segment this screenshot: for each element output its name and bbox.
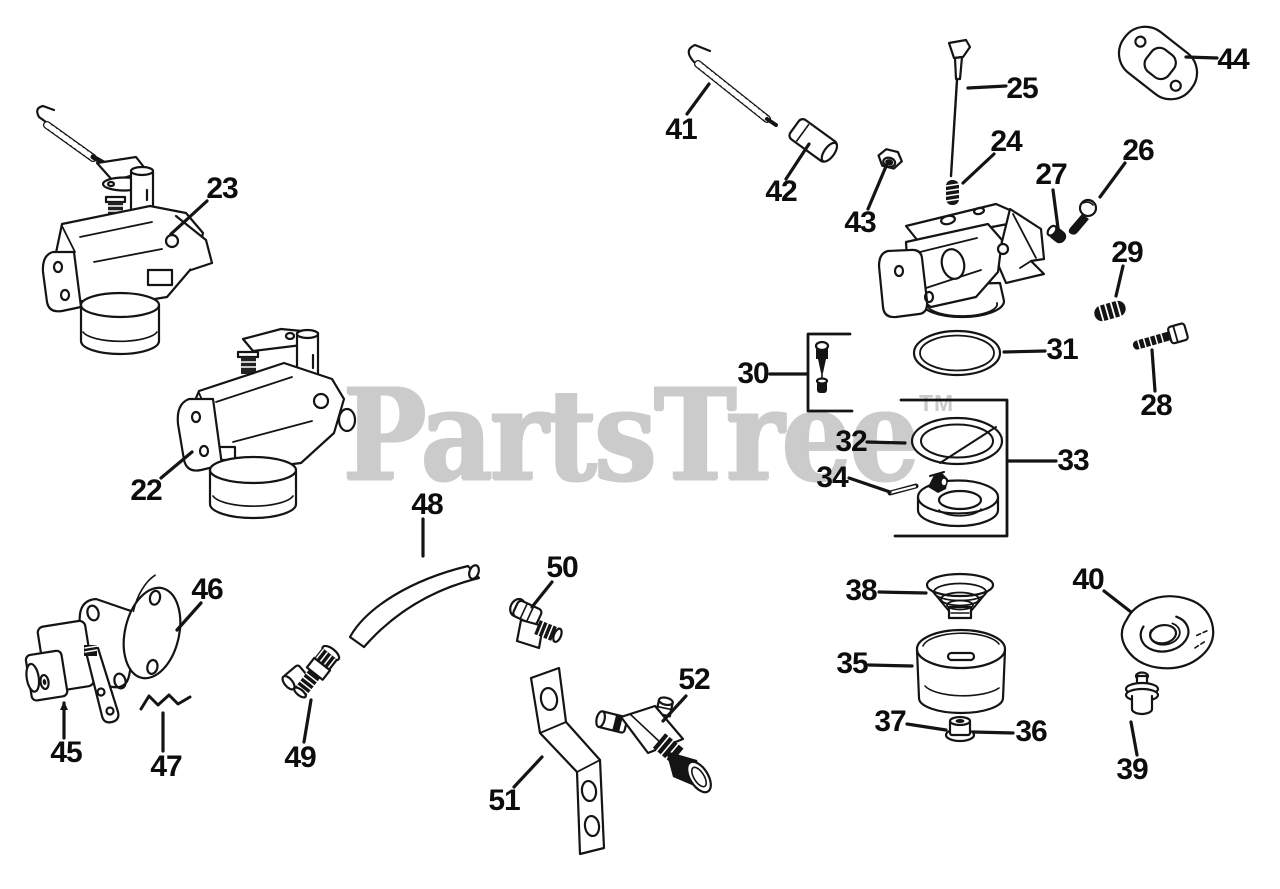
leader-line-43 xyxy=(866,162,889,211)
part-48-hose-drawing xyxy=(348,564,481,649)
bracket-30 xyxy=(806,332,854,413)
leader-line-49 xyxy=(302,698,313,744)
part-31-o-ring-drawing xyxy=(912,329,1002,377)
part-50-fitting-drawing xyxy=(509,597,563,650)
leader-line-29 xyxy=(1114,264,1125,298)
leader-line-39 xyxy=(1129,720,1139,757)
leader-line-32 xyxy=(865,440,907,445)
part-51-bracket-drawing xyxy=(529,666,606,856)
part-24-spring-drawing xyxy=(945,180,960,205)
leader-line-41 xyxy=(685,82,711,116)
part-30-needle-valve-drawing xyxy=(814,340,830,393)
carburetor-body-drawing xyxy=(877,202,1046,319)
leader-line-42 xyxy=(784,142,811,181)
leader-line-26 xyxy=(1098,161,1127,199)
leader-arrowhead-45 xyxy=(60,701,68,710)
leader-line-35 xyxy=(867,663,914,668)
leader-line-40 xyxy=(1102,589,1133,614)
part-42-drawing xyxy=(788,118,839,163)
leader-line-36 xyxy=(971,730,1015,735)
part-25-needle-drawing xyxy=(947,38,972,178)
leader-line-28 xyxy=(1150,348,1157,393)
watermark-tm-superscript: TM xyxy=(919,390,955,416)
leader-line-31 xyxy=(1002,349,1047,354)
leader-line-50 xyxy=(530,580,554,609)
leader-line-38 xyxy=(877,590,928,595)
part-36-37-nut-drawing xyxy=(944,715,976,743)
part-41-drawing xyxy=(687,43,778,127)
leader-line-22 xyxy=(159,450,194,480)
part-32-gasket-drawing xyxy=(910,416,1004,466)
part-46-plate-drawing xyxy=(122,574,182,680)
bracket-33 xyxy=(893,398,1009,538)
leader-line-25 xyxy=(966,84,1008,90)
leader-line-46 xyxy=(175,601,203,632)
leader-line-23 xyxy=(169,199,209,236)
part-35-bowl-drawing xyxy=(915,628,1007,715)
leader-line-51 xyxy=(512,755,544,789)
leader-line-27 xyxy=(1051,188,1060,230)
leader-line-34 xyxy=(847,476,892,494)
carburetor-assembly-22-drawing xyxy=(176,327,357,520)
part-39-valve-drawing xyxy=(1124,671,1160,716)
part-29-spring-drawing xyxy=(1094,299,1126,323)
part-27-cap-drawing xyxy=(1046,224,1067,244)
part-47-clip-drawing xyxy=(139,693,192,711)
part-33-float-drawing xyxy=(916,471,1000,528)
part-38-screen-drawing xyxy=(925,572,995,620)
part-34-pin-drawing xyxy=(887,483,919,496)
part-45-solenoid-drawing xyxy=(24,597,141,724)
part-26-drawing xyxy=(1068,198,1098,235)
leader-line-52 xyxy=(661,694,688,723)
carburetor-assembly-23-drawing xyxy=(36,104,214,356)
leader-line-44 xyxy=(1184,55,1219,60)
leader-line-24 xyxy=(961,152,996,185)
part-40-plate-drawing xyxy=(1120,595,1215,670)
part-49-fitting-drawing xyxy=(281,644,341,699)
part-43-nut-drawing xyxy=(877,148,903,170)
leader-lines xyxy=(60,55,1219,789)
part-52-valve-drawing xyxy=(595,696,712,794)
leader-line-37 xyxy=(905,722,948,732)
part-28-screw-drawing xyxy=(1132,322,1189,350)
part-44-gasket-drawing xyxy=(1117,25,1199,101)
